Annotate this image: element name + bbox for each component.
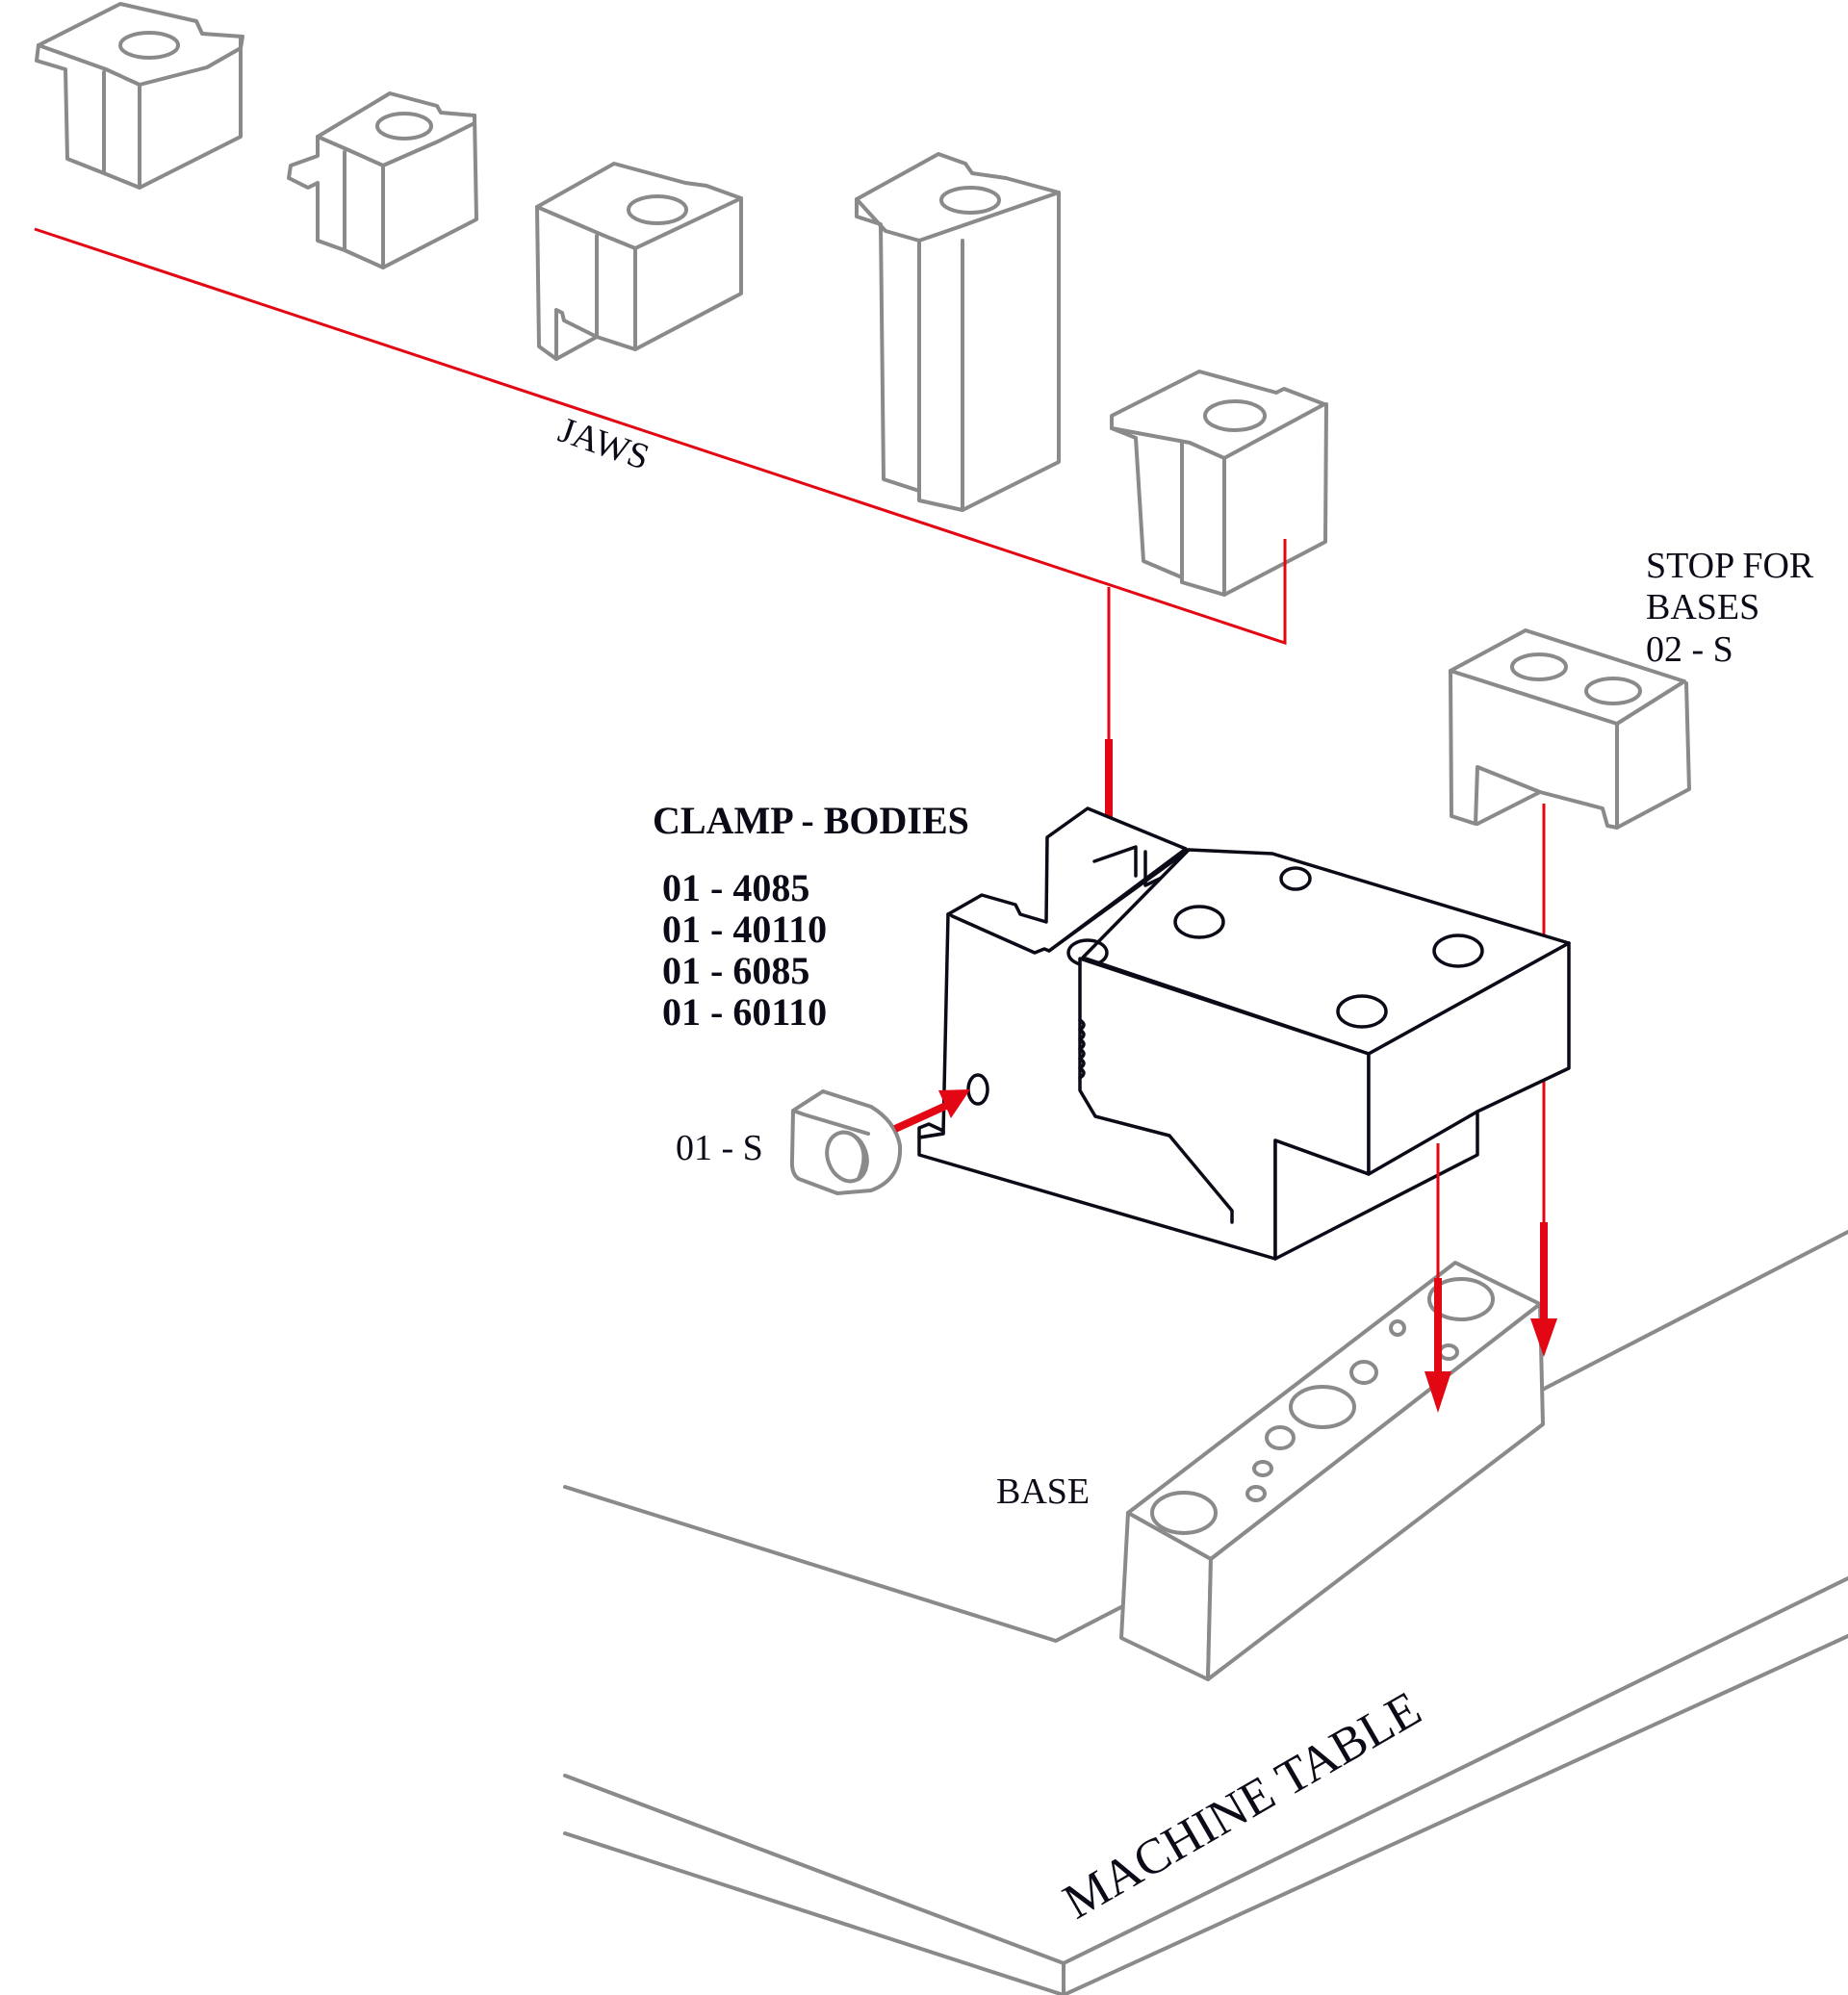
jaw-body-outline xyxy=(1110,402,1328,597)
jaws-bracket-line xyxy=(34,227,1287,646)
screw-to-clamp-arrow xyxy=(893,1089,970,1133)
clamp-step-notch xyxy=(917,1122,945,1139)
base-hole xyxy=(1265,1425,1296,1450)
jaw-top-face xyxy=(1110,370,1326,460)
stop-label-line3: 02 - S xyxy=(1646,629,1733,670)
jaw-5 xyxy=(1110,370,1328,597)
base-hole xyxy=(1150,1491,1218,1535)
stop-label-line2: BASES xyxy=(1646,587,1759,627)
screw-top-edge xyxy=(791,1109,870,1136)
clamp-code: 01 - 4085 xyxy=(662,866,809,909)
base-hole xyxy=(1289,1385,1356,1429)
clamp-step-edge xyxy=(1367,1110,1479,1176)
stop-body-outline xyxy=(1449,669,1691,830)
table-bottom-left-edge xyxy=(563,1831,1065,1995)
base-hole xyxy=(1245,1485,1267,1502)
jaw-top-face xyxy=(855,152,1061,243)
jaws-label: JAWS xyxy=(553,410,654,478)
jaw-1 xyxy=(35,2,244,190)
base-hole xyxy=(1349,1360,1378,1385)
base-part: BASE xyxy=(996,1261,1545,1681)
jaw-3 xyxy=(535,162,743,361)
stop-label-line1: STOP FOR xyxy=(1646,546,1814,586)
screw-body xyxy=(789,1089,903,1195)
screw-arrow-head xyxy=(938,1089,970,1118)
jaw-body-outline xyxy=(35,37,243,190)
clamp-left-top-face xyxy=(946,806,1188,955)
clamp-code: 01 - 40110 xyxy=(662,908,827,951)
clamp-to-base-arrow xyxy=(1424,1143,1451,1413)
jaw-body-outline xyxy=(287,114,478,269)
base-hole xyxy=(1252,1460,1273,1477)
clamp-bodies-heading: CLAMP - BODIES xyxy=(653,799,969,842)
table-upper-edge xyxy=(563,1230,1848,1643)
screw-part: 01 - S xyxy=(676,1089,903,1195)
jaw-body-outline xyxy=(855,191,1061,512)
clamp-bodies-labels: CLAMP - BODIES 01 - 4085 01 - 40110 01 -… xyxy=(653,799,969,1034)
clamp-side-hole xyxy=(966,1073,989,1106)
clamp-hole xyxy=(1279,866,1312,891)
base-label: BASE xyxy=(996,1471,1090,1512)
jaw-hole xyxy=(375,112,433,141)
jaw-top-face xyxy=(316,91,476,167)
stop-arrow-head xyxy=(1530,1318,1557,1357)
clamp-code: 01 - 60110 xyxy=(662,990,827,1034)
screw-bore-inner xyxy=(852,1134,866,1181)
jaw-hole xyxy=(627,194,688,225)
base-hole xyxy=(1427,1277,1495,1321)
stop-for-bases-part: STOP FOR BASES 02 - S xyxy=(1449,546,1814,830)
clamp-serrations xyxy=(1078,1018,1086,1080)
jaw-body-outline xyxy=(535,196,743,361)
jaw-4 xyxy=(855,152,1061,512)
jaw-hole xyxy=(118,31,180,60)
jaw-hole xyxy=(1203,399,1267,432)
jaw-hole xyxy=(939,186,1001,215)
clamp-code: 01 - 6085 xyxy=(662,949,809,992)
clamp-hole xyxy=(1336,994,1388,1029)
screw-bore xyxy=(825,1130,869,1184)
machine-table-label: MACHINE TABLE xyxy=(1055,1681,1431,1930)
clamp-body-part xyxy=(917,806,1571,1261)
clamp-arrow-head xyxy=(1424,1371,1451,1413)
clamp-split-line xyxy=(1047,848,1191,953)
stop-hole xyxy=(1510,652,1568,681)
jaw-top-face xyxy=(535,162,743,250)
base-hole xyxy=(1389,1319,1406,1337)
jaws-connector: JAWS xyxy=(34,227,1287,868)
clamp-front-face xyxy=(1273,941,1571,1261)
clamp-hole xyxy=(1173,905,1225,939)
jaw-2 xyxy=(287,91,478,269)
screw-label: 01 - S xyxy=(676,1128,763,1168)
clamp-hole xyxy=(1432,934,1484,968)
screw-arrow-shaft xyxy=(893,1101,950,1133)
table-bottom-right-edge xyxy=(1062,1634,1848,1995)
stop-hole xyxy=(1584,677,1642,705)
jaw-top-face xyxy=(37,2,244,87)
